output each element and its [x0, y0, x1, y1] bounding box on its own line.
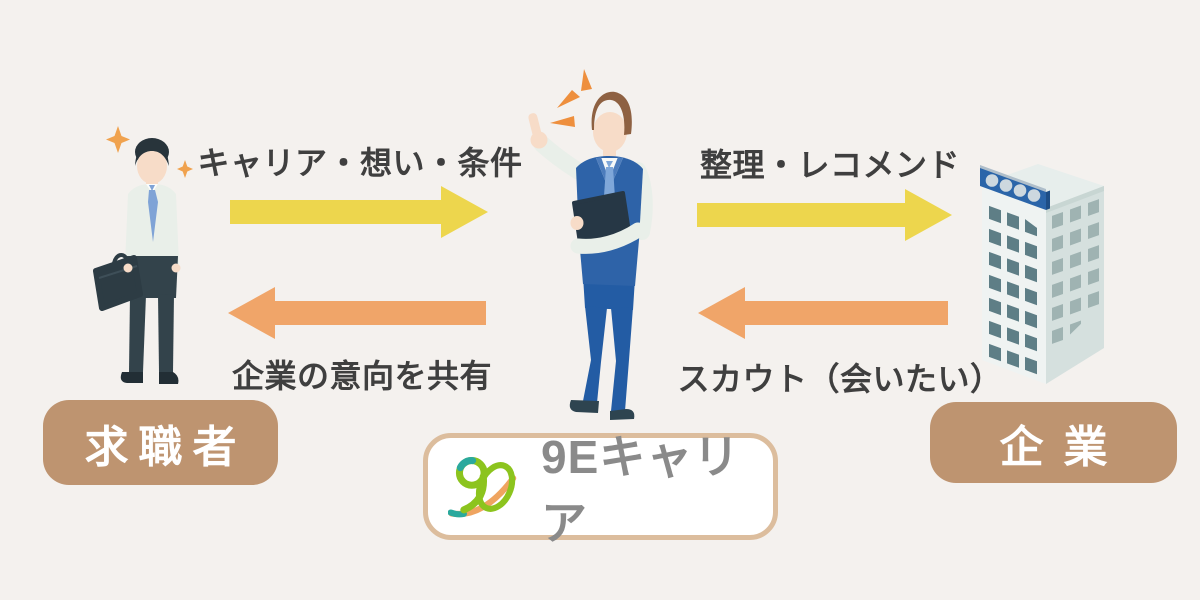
service-logo-box: 9Eキャリア [423, 431, 778, 549]
emphasis-lines-icon [550, 69, 592, 127]
flow-label-share-company-intent: 企業の意向を共有 [231, 358, 493, 394]
job-seeker-illustration [93, 126, 193, 384]
company-badge: 企業 [930, 402, 1177, 483]
building-roof [982, 164, 1104, 208]
advisor-forearm [570, 222, 646, 254]
company-badge-label: 企業 [999, 422, 1128, 472]
seeker-badge: 求職者 [43, 400, 278, 485]
advisor-legs [569, 276, 635, 420]
service-logo-mark-icon [448, 456, 517, 517]
seeker-head [135, 138, 169, 184]
arrow-seeker-to-advisor [230, 186, 488, 238]
seeker-badge-label: 求職者 [84, 422, 247, 472]
arrow-advisor-to-seeker [228, 287, 486, 339]
building-roof-edge [1046, 186, 1104, 213]
company-building-illustration [980, 164, 1104, 384]
service-logo-text: 9Eキャリア [541, 430, 741, 549]
building-sign [980, 165, 1050, 210]
arrow-advisor-to-company [697, 189, 952, 241]
sparkle-icon [106, 126, 193, 178]
building-windows-right [1052, 199, 1099, 344]
advisor-raised-arm [528, 113, 587, 180]
advisor-head [591, 91, 632, 152]
seeker-hand-right [171, 263, 181, 273]
arrow-company-to-advisor [698, 287, 948, 339]
advisor-hand [570, 216, 584, 230]
career-advisor-illustration [528, 69, 653, 420]
flow-label-career-wishes-conditions: キャリア・想い・条件 [197, 145, 523, 181]
seeker-tie [148, 190, 158, 242]
pointing-finger [528, 113, 543, 139]
seeker-hand-left [123, 263, 133, 273]
seeker-body [125, 184, 179, 264]
flow-label-scout-want-to-meet: スカウト（会いたい） [677, 361, 1003, 397]
building-windows-left [989, 205, 1037, 375]
flow-label-organize-recommend: 整理・レコメンド [699, 147, 961, 183]
